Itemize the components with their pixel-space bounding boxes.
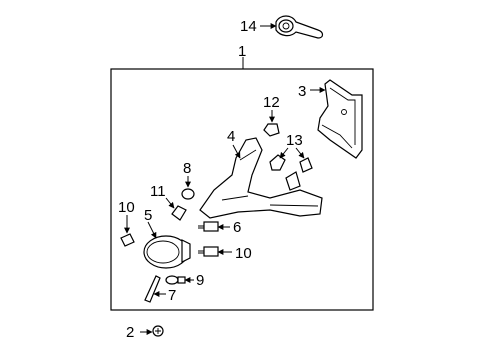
part-10-screw-right: [198, 246, 219, 257]
callout-11: 11: [150, 183, 166, 200]
callout-12: 12: [263, 94, 280, 111]
leader-13a: [279, 147, 289, 159]
part-2-bolt: [152, 325, 164, 337]
callout-5: 5: [144, 207, 152, 224]
callout-10b: 10: [235, 245, 252, 262]
callout-4: 4: [227, 128, 235, 145]
leader-13b: [295, 147, 305, 159]
callout-9: 9: [196, 272, 204, 289]
callout-2: 2: [126, 324, 134, 341]
part-12-cap: [263, 123, 280, 137]
leader-11: [165, 197, 175, 209]
part-8-clip: [181, 188, 195, 200]
part-4-duct: [199, 137, 323, 219]
part-14-clip: [275, 15, 324, 39]
part-5-fog-lamp: [143, 235, 191, 269]
part-10-bolt-left: [120, 233, 135, 247]
part-9-bulb: [165, 275, 186, 285]
part-7-pin: [144, 275, 161, 303]
part-3-shield: [317, 79, 363, 159]
callout-13: 13: [286, 132, 303, 149]
leader-4: [232, 144, 241, 159]
part-11-retainer: [171, 205, 187, 221]
callout-6: 6: [233, 219, 241, 236]
callout-10a: 10: [118, 199, 135, 216]
part-6-screw: [198, 221, 219, 232]
callout-1: 1: [238, 43, 246, 60]
assembly-frame: [110, 68, 374, 311]
callout-3: 3: [298, 83, 306, 100]
part-13-sockets: [269, 154, 313, 173]
callout-8: 8: [183, 160, 191, 177]
callout-14: 14: [240, 18, 257, 35]
callout-7: 7: [168, 287, 176, 304]
leader-5: [147, 221, 157, 239]
